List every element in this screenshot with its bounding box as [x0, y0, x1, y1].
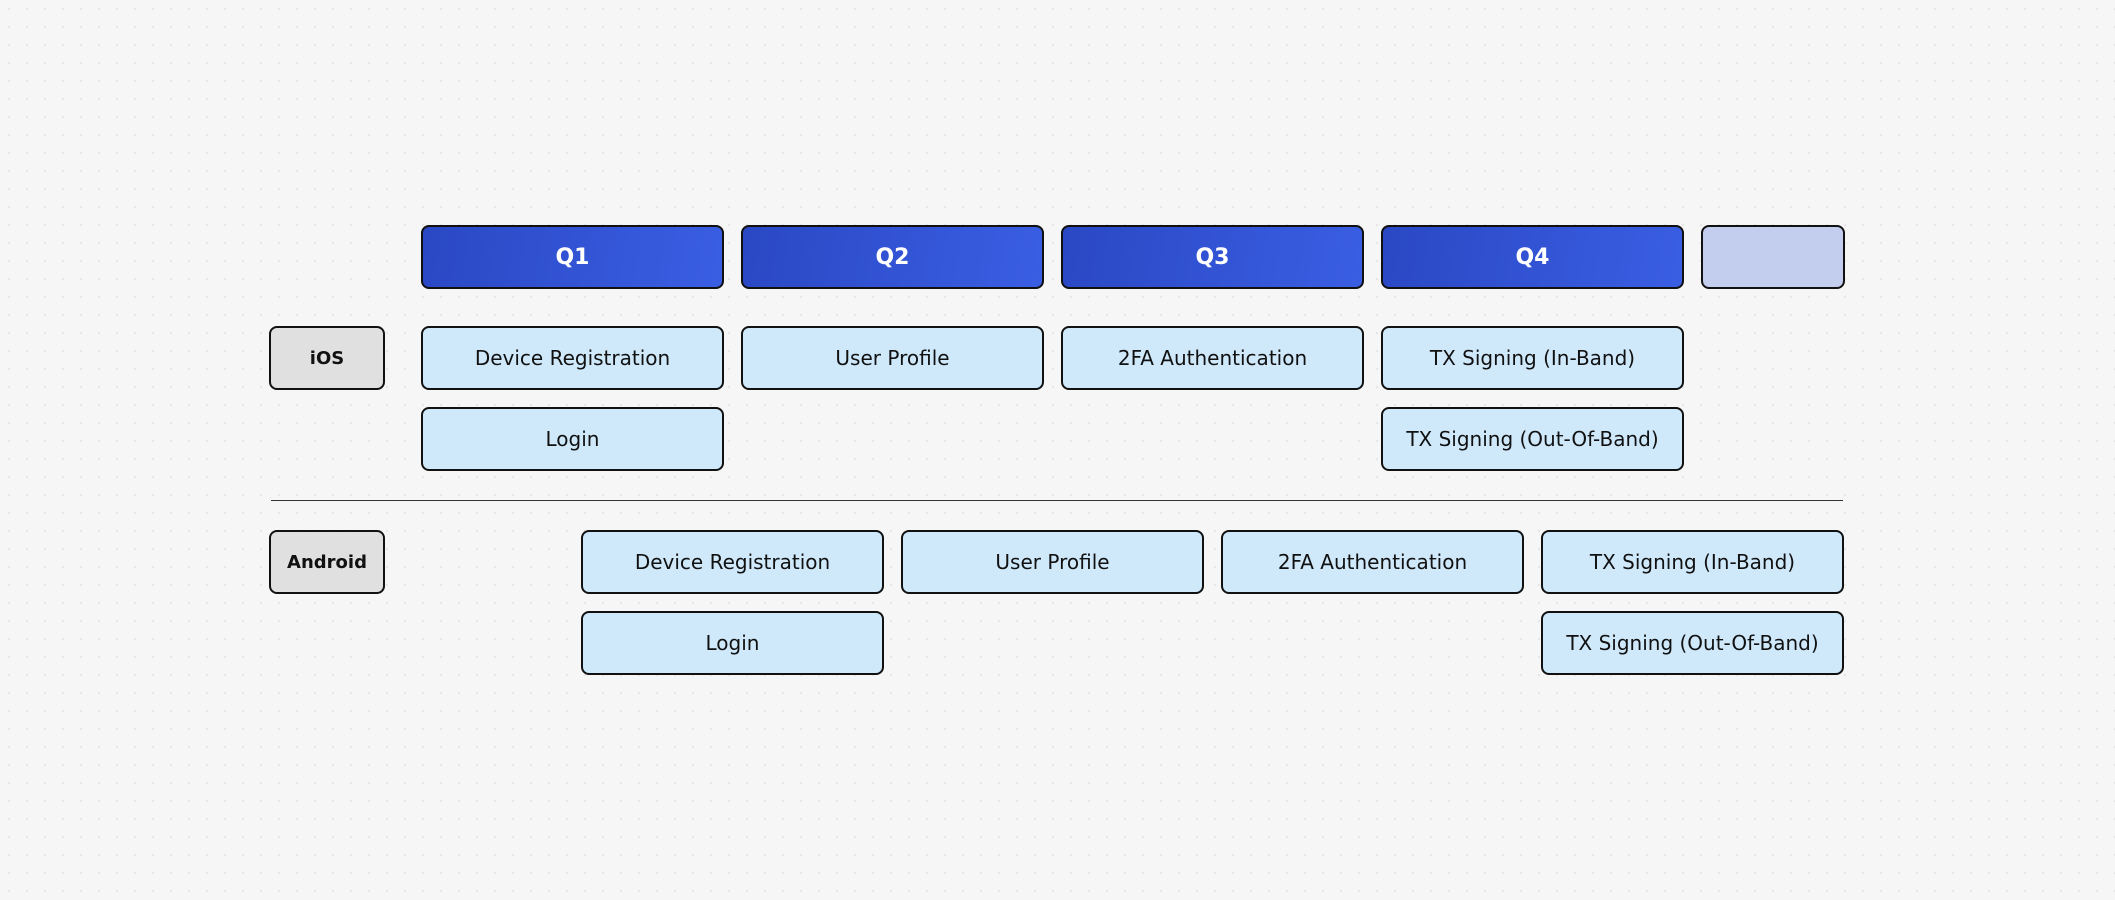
platform-label-android[interactable]: Android	[269, 530, 385, 594]
quarter-header-next[interactable]	[1701, 225, 1845, 289]
quarter-header-q4[interactable]: Q4	[1381, 225, 1684, 289]
android-feature-user-profile[interactable]: User Profile	[901, 530, 1204, 594]
android-feature-login[interactable]: Login	[581, 611, 884, 675]
android-feature-tx-signing-in-band[interactable]: TX Signing (In-Band)	[1541, 530, 1844, 594]
android-feature-device-registration[interactable]: Device Registration	[581, 530, 884, 594]
ios-feature-tx-signing-out-of-band[interactable]: TX Signing (Out-Of-Band)	[1381, 407, 1684, 471]
ios-feature-login[interactable]: Login	[421, 407, 724, 471]
platform-label-ios[interactable]: iOS	[269, 326, 385, 390]
ios-feature-user-profile[interactable]: User Profile	[741, 326, 1044, 390]
quarter-header-q1[interactable]: Q1	[421, 225, 724, 289]
quarter-header-q3[interactable]: Q3	[1061, 225, 1364, 289]
android-feature-tx-signing-out-of-band[interactable]: TX Signing (Out-Of-Band)	[1541, 611, 1844, 675]
quarter-header-q2[interactable]: Q2	[741, 225, 1044, 289]
android-feature-2fa-authentication[interactable]: 2FA Authentication	[1221, 530, 1524, 594]
ios-feature-tx-signing-in-band[interactable]: TX Signing (In-Band)	[1381, 326, 1684, 390]
ios-feature-2fa-authentication[interactable]: 2FA Authentication	[1061, 326, 1364, 390]
platform-divider	[271, 500, 1843, 501]
ios-feature-device-registration[interactable]: Device Registration	[421, 326, 724, 390]
